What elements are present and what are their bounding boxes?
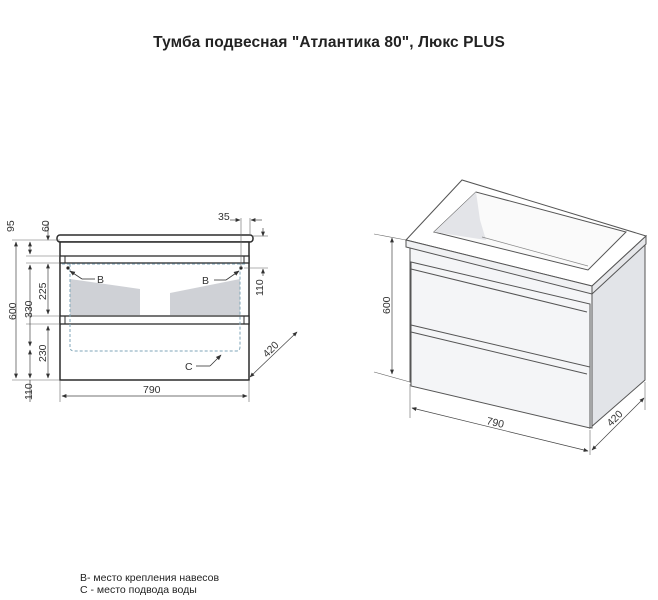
marker-b-left: B xyxy=(97,274,104,286)
shaded-area-right xyxy=(170,279,240,315)
dim-height-iso: 600 xyxy=(381,296,393,314)
dim-bottom-offset: 110 xyxy=(23,383,35,400)
dim-top-thickness: 60 xyxy=(40,220,52,232)
legend-c: С - место подвода воды xyxy=(80,584,197,596)
lower-drawer xyxy=(410,324,591,429)
marker-b-right: B xyxy=(202,275,209,287)
dim-side-offset: 35 xyxy=(218,211,230,223)
front-view: B B C 95 60 xyxy=(5,211,298,402)
dim-depth-front: 420 xyxy=(261,339,282,360)
legend: В- место крепления навесов С - место под… xyxy=(80,572,219,596)
dim-width-iso: 790 xyxy=(485,415,505,431)
dim-width-front: 790 xyxy=(143,384,161,396)
dim-top-offset: 95 xyxy=(5,220,17,232)
dim-upper-section: 330 xyxy=(23,300,35,318)
dim-right-height: 110 xyxy=(254,279,266,296)
shaded-area-left xyxy=(70,279,140,315)
upper-rail xyxy=(59,255,250,264)
dim-lower-section: 230 xyxy=(37,344,49,362)
iso-view: 600 790 420 xyxy=(373,179,647,455)
basin xyxy=(432,191,627,271)
drawing-title: Тумба подвесная "Атлантика 80", Люкс PLU… xyxy=(153,34,505,51)
countertop xyxy=(56,234,254,243)
marker-c: C xyxy=(185,361,193,373)
middle-rail xyxy=(59,315,250,325)
dim-upper-drawer: 225 xyxy=(37,282,49,300)
water-supply-area xyxy=(69,264,241,352)
legend-b: В- место крепления навесов xyxy=(80,572,220,584)
dim-total-height: 600 xyxy=(7,302,19,320)
